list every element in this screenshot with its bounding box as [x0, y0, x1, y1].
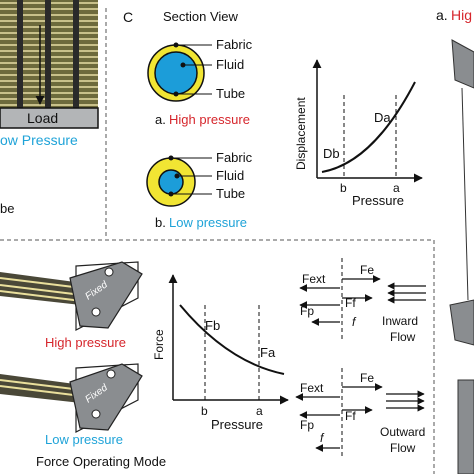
point-da: Da — [374, 110, 391, 125]
load-block — [457, 379, 474, 474]
f-label: f — [352, 315, 357, 329]
string-line — [461, 87, 469, 301]
outward-flow-label: Flow — [390, 441, 416, 455]
displacement-graph: Displacement b a Pressure Db Da — [294, 59, 423, 208]
load-label: Load — [27, 110, 58, 126]
caption-high: High pressure — [169, 112, 250, 127]
tick-a: a — [256, 404, 263, 418]
high-fragment: Hig — [451, 7, 472, 23]
leader-dot — [174, 173, 180, 179]
panel-c: C Section View Fabric Fluid Tube a. High… — [123, 9, 423, 230]
force-graph: Force b a Pressure Fb Fa — [152, 274, 289, 432]
screw-hole — [91, 409, 101, 419]
displacement-curve — [321, 81, 416, 173]
label-tube: Tube — [216, 86, 245, 101]
label-fluid: Fluid — [216, 57, 244, 72]
bottom-panel: Fixed High pressure Fixed Low pressure F… — [0, 258, 426, 469]
force-mode-caption: Force Operating Mode — [36, 454, 166, 469]
inward-flow-label: Flow — [390, 330, 416, 344]
tick-a: a — [393, 181, 400, 195]
ff-label: Ff — [345, 296, 356, 310]
high-fragment-prefix: a. — [436, 7, 448, 23]
left-panel: Load ow Pressure be — [0, 0, 99, 216]
ff-label: Ff — [345, 409, 356, 423]
fext-label: Fext — [302, 272, 326, 286]
actuator-high: Fixed High pressure — [0, 261, 143, 350]
displacement-ylabel: Displacement — [294, 97, 308, 170]
displacement-xlabel: Pressure — [352, 193, 404, 208]
leader-dot — [173, 42, 179, 48]
screw-hole — [91, 307, 101, 317]
point-fa: Fa — [260, 345, 276, 360]
tube-fragment: be — [0, 201, 14, 216]
f-label: f — [320, 431, 325, 445]
leader-dot — [173, 91, 179, 97]
point-db: Db — [323, 146, 340, 161]
fext-label: Fext — [300, 381, 324, 395]
leader-dot — [168, 155, 174, 161]
caption-high-prefix: a. — [155, 112, 166, 127]
fluid-core — [158, 169, 184, 195]
tick-b: b — [340, 181, 347, 195]
leader-dot — [168, 191, 174, 197]
force-curve — [179, 304, 285, 375]
leader-dot — [180, 62, 186, 68]
right-panel: a. Hig — [436, 7, 474, 474]
point-fb: Fb — [205, 318, 220, 333]
label-fluid: Fluid — [216, 168, 244, 183]
force-diagram-outward: Fe Fext Ff Fp f Outward Flow — [295, 368, 425, 458]
label-tube: Tube — [216, 186, 245, 201]
caption-low: Low pressure — [169, 215, 247, 230]
load-box — [0, 107, 99, 129]
force-diagram-inward: Fe Fext Ff Fp f Inward Flow — [299, 258, 426, 344]
fp-label: Fp — [300, 418, 314, 432]
fiber-strip — [0, 374, 90, 404]
high-pressure-label: High pressure — [45, 335, 126, 350]
plate-bottom — [449, 299, 474, 346]
fe-label: Fe — [360, 263, 374, 277]
screw-hole — [106, 369, 116, 379]
label-fabric: Fabric — [216, 150, 253, 165]
actuator-low: Fixed Low pressure — [0, 363, 143, 447]
label-fabric: Fabric — [216, 37, 253, 52]
force-ylabel: Force — [152, 329, 166, 360]
fluid-core — [154, 51, 198, 95]
fixed-plate — [69, 363, 143, 431]
section-high: Fabric Fluid Tube a. High pressure — [147, 37, 253, 127]
inward-label: Inward — [382, 314, 418, 328]
caption-low-prefix: b. — [155, 215, 166, 230]
section-low: Fabric Fluid Tube b. Low pressure — [146, 150, 253, 230]
panel-c-letter: C — [123, 9, 133, 25]
screw-hole — [104, 267, 114, 277]
fixed-plate — [69, 261, 143, 329]
outward-label: Outward — [380, 425, 425, 439]
low-pressure-fragment: ow Pressure — [0, 132, 78, 148]
fe-label: Fe — [360, 371, 374, 385]
tick-b: b — [201, 404, 208, 418]
fp-label: Fp — [300, 304, 314, 318]
section-view-heading: Section View — [163, 9, 239, 24]
low-pressure-label: Low pressure — [45, 432, 123, 447]
plate-top — [451, 39, 474, 89]
force-xlabel: Pressure — [211, 417, 263, 432]
